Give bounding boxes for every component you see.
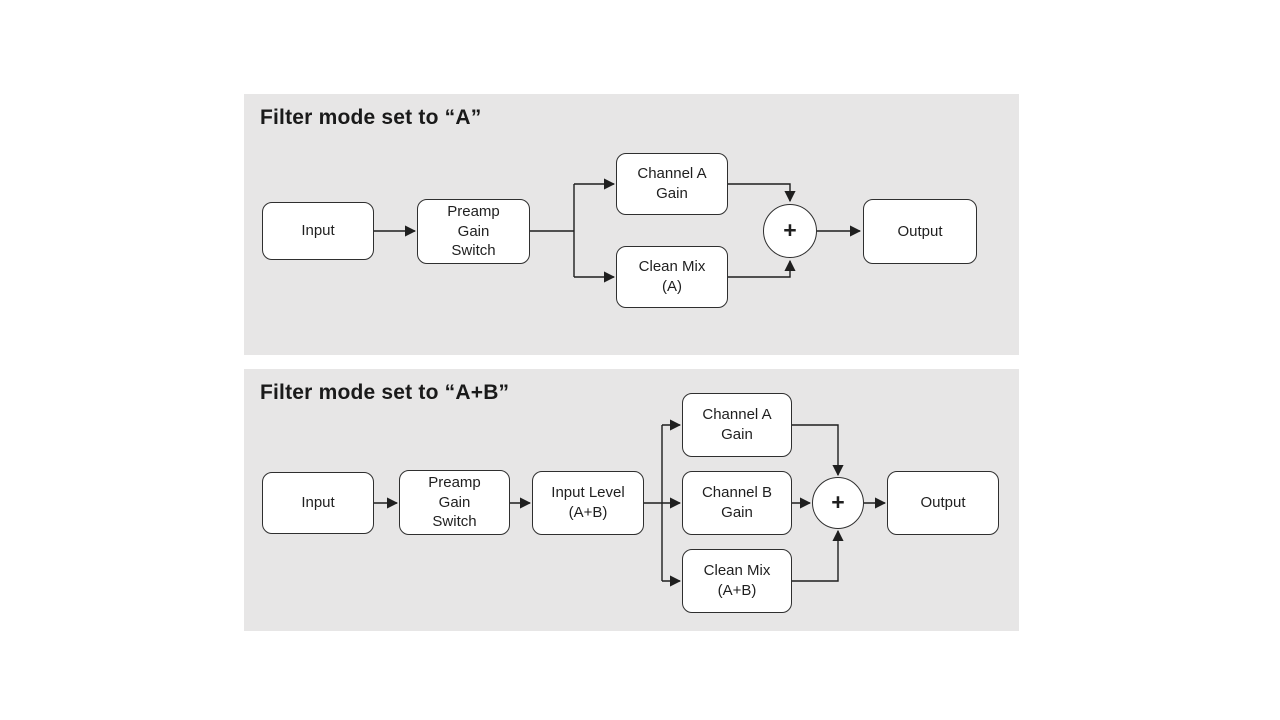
input-level-node: Input Level (A+B) (532, 471, 644, 535)
input-level-label: Input Level (A+B) (551, 484, 625, 521)
panel-title: Filter mode set to “A” (260, 106, 482, 129)
sum-node: + (812, 477, 864, 529)
input-node: Input (262, 202, 374, 260)
preamp-gain-switch-label: Preamp Gain Switch (447, 202, 500, 260)
arrow-channel-a-to-sum (728, 183, 796, 203)
output-node: Output (887, 471, 999, 535)
channel-b-gain-label: Channel B Gain (701, 484, 773, 521)
output-node-label: Output (920, 494, 966, 512)
clean-mix-a-node: Clean Mix (A) (616, 246, 728, 308)
preamp-gain-switch-label: Preamp Gain Switch (428, 473, 481, 531)
clean-mix-a-plus-b-label: Clean Mix (A+B) (703, 562, 771, 599)
sum-node: + (763, 204, 817, 258)
filter-mode-a-panel: Filter mode set to “A” Input Preamp Gain… (244, 94, 1019, 355)
preamp-gain-switch-node: Preamp Gain Switch (417, 199, 530, 264)
plus-icon: + (783, 216, 797, 243)
arrow-clean-mix-to-sum (728, 259, 796, 278)
channel-a-gain-node: Channel A Gain (682, 393, 792, 457)
input-node-label: Input (301, 222, 335, 240)
output-node-label: Output (897, 222, 943, 240)
channel-a-gain-node: Channel A Gain (616, 153, 728, 215)
input-node-label: Input (301, 494, 335, 512)
arrow-clean-mix-to-sum (792, 529, 844, 582)
arrow-channel-a-to-sum (792, 424, 844, 477)
clean-mix-a-label: Clean Mix (A) (638, 258, 706, 295)
panel-title: Filter mode set to “A+B” (260, 381, 510, 404)
channel-b-gain-node: Channel B Gain (682, 471, 792, 535)
plus-icon: + (831, 488, 845, 515)
channel-a-gain-label: Channel A Gain (702, 406, 772, 443)
output-node: Output (863, 199, 977, 264)
preamp-gain-switch-node: Preamp Gain Switch (399, 470, 510, 535)
channel-a-gain-label: Channel A Gain (637, 165, 707, 202)
filter-mode-a-plus-b-panel: Filter mode set to “A+B” Input Preamp Ga… (244, 369, 1019, 631)
clean-mix-a-plus-b-node: Clean Mix (A+B) (682, 549, 792, 613)
input-node: Input (262, 472, 374, 534)
